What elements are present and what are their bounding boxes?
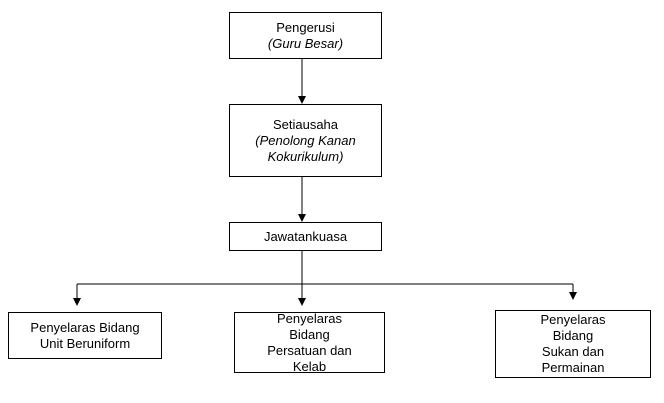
node-pengerusi: Pengerusi (Guru Besar)	[229, 12, 382, 59]
node-unit-line2: Unit Beruniform	[39, 335, 131, 351]
node-unit-line1: Penyelaras Bidang	[30, 319, 140, 335]
node-persatuan-line3: Kelab	[292, 358, 327, 374]
node-setiausaha-subtitle-line1: (Penolong Kanan	[255, 132, 356, 148]
node-persatuan-line2: Persatuan dan	[267, 342, 352, 358]
node-jawatankuasa-title: Jawatankuasa	[263, 228, 348, 244]
node-setiausaha-subtitle-line2: Kokurikulum)	[267, 148, 344, 164]
node-unit-beruniform: Penyelaras Bidang Unit Beruniform	[8, 312, 162, 359]
node-persatuan-line1: Penyelaras Bidang	[276, 310, 343, 342]
node-sukan-line3: Permainan	[541, 360, 605, 375]
node-sukan-line2: Sukan dan	[541, 344, 605, 359]
node-pengerusi-title: Pengerusi	[276, 19, 335, 35]
node-setiausaha: Setiausaha (Penolong Kanan Kokurikulum)	[229, 104, 382, 177]
node-persatuan-kelab: Penyelaras Bidang Persatuan dan Kelab	[234, 310, 385, 374]
node-pengerusi-subtitle: (Guru Besar)	[267, 35, 344, 51]
node-sukan-permainan: Penyelaras Bidang Sukan dan Permainan	[495, 310, 651, 378]
node-jawatankuasa: Jawatankuasa	[229, 222, 382, 251]
node-sukan-line1: Penyelaras Bidang	[540, 312, 606, 343]
node-setiausaha-title: Setiausaha	[272, 116, 339, 132]
